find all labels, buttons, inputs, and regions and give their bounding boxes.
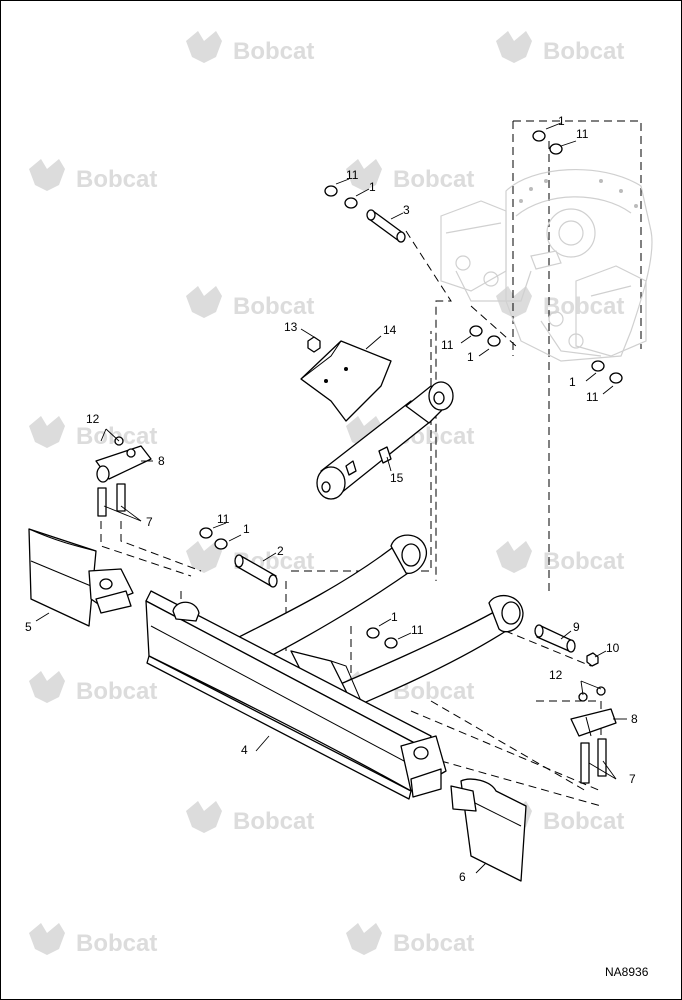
bobcat-head-icon	[186, 286, 222, 318]
callout-11: 11	[576, 127, 589, 141]
callout-6: 6	[459, 870, 466, 884]
callout-9: 9	[573, 620, 580, 634]
watermark-text: Bobcat	[233, 808, 314, 835]
o-ring	[214, 538, 228, 550]
o-ring	[199, 527, 213, 539]
callout-14: 14	[383, 323, 397, 337]
o-ring	[532, 130, 546, 142]
bobcat-head-icon	[346, 159, 382, 191]
o-ring	[609, 372, 623, 384]
o-ring	[344, 197, 358, 209]
callout-11: 11	[346, 168, 359, 182]
callout-1: 1	[243, 522, 250, 536]
callout-1: 1	[569, 375, 576, 389]
bobcat-head-icon	[29, 159, 65, 191]
o-ring	[487, 335, 501, 347]
callout-2: 2	[277, 544, 284, 558]
callout-15: 15	[390, 471, 404, 485]
pin-3	[366, 209, 406, 243]
watermark-text: Bobcat	[233, 293, 314, 320]
callout-1: 1	[558, 114, 565, 128]
callout-labels: 1 11 11 1 3 13 14 11 1 1 11 12 8 15 7 11…	[25, 114, 638, 884]
o-ring	[366, 627, 380, 639]
callout-13: 13	[284, 320, 298, 334]
nut-13	[307, 336, 321, 353]
bobcat-head-icon	[496, 286, 532, 318]
watermark-text: Bobcat	[543, 293, 624, 320]
callout-11: 11	[411, 623, 424, 637]
callout-1: 1	[391, 610, 398, 624]
watermark-text: Bobcat	[76, 166, 157, 193]
watermark-layer: Bobcat Bobcat Bobcat Bobcat Bobcat Bobca…	[29, 31, 624, 957]
machine-frame	[440, 168, 653, 362]
o-ring	[324, 185, 338, 197]
bobcat-head-icon	[29, 671, 65, 703]
callout-5: 5	[25, 620, 32, 634]
cylinder-cover-14	[300, 340, 392, 422]
watermark-text: Bobcat	[543, 38, 624, 65]
end-bit-6	[450, 778, 527, 882]
callout-11: 11	[217, 512, 230, 526]
watermark-text: Bobcat	[393, 930, 474, 957]
bobcat-head-icon	[186, 31, 222, 63]
leader-lines	[35, 122, 627, 874]
callout-1: 1	[369, 180, 376, 194]
callout-8: 8	[158, 454, 165, 468]
watermark-text: Bobcat	[76, 930, 157, 957]
bracket-8-right	[570, 686, 617, 784]
watermark-text: Bobcat	[233, 38, 314, 65]
drawing-code: NA8936	[605, 965, 649, 979]
callout-8: 8	[631, 712, 638, 726]
o-ring	[549, 143, 563, 155]
callout-3: 3	[403, 203, 410, 217]
callout-12: 12	[86, 412, 100, 426]
bobcat-head-icon	[29, 416, 65, 448]
o-ring	[469, 325, 483, 337]
callout-1: 1	[467, 350, 474, 364]
callout-12: 12	[549, 668, 563, 682]
watermark-text: Bobcat	[76, 678, 157, 705]
bracket-8-left	[95, 436, 152, 517]
watermark-text: Bobcat	[393, 166, 474, 193]
o-ring-group	[199, 130, 623, 649]
bobcat-head-icon	[186, 541, 222, 573]
bobcat-head-icon	[29, 923, 65, 955]
o-ring	[384, 637, 398, 649]
end-bit-5	[28, 528, 134, 627]
watermark-text: Bobcat	[76, 423, 157, 450]
watermark-text: Bobcat	[543, 548, 624, 575]
watermark-text: Bobcat	[543, 808, 624, 835]
bobcat-head-icon	[496, 541, 532, 573]
nut-10	[586, 652, 599, 667]
bobcat-head-icon	[346, 923, 382, 955]
pin-9	[534, 624, 576, 653]
callout-4: 4	[241, 743, 248, 757]
o-ring	[591, 360, 605, 372]
callout-11: 11	[441, 338, 454, 352]
callout-10: 10	[606, 641, 620, 655]
callout-7: 7	[146, 515, 153, 529]
callout-7: 7	[629, 772, 636, 786]
dozer-blade-4	[145, 590, 447, 800]
pin-2	[234, 554, 278, 588]
blade-cylinder	[316, 381, 454, 500]
bobcat-head-icon	[496, 31, 532, 63]
callout-11: 11	[586, 390, 599, 404]
bobcat-head-icon	[186, 801, 222, 833]
